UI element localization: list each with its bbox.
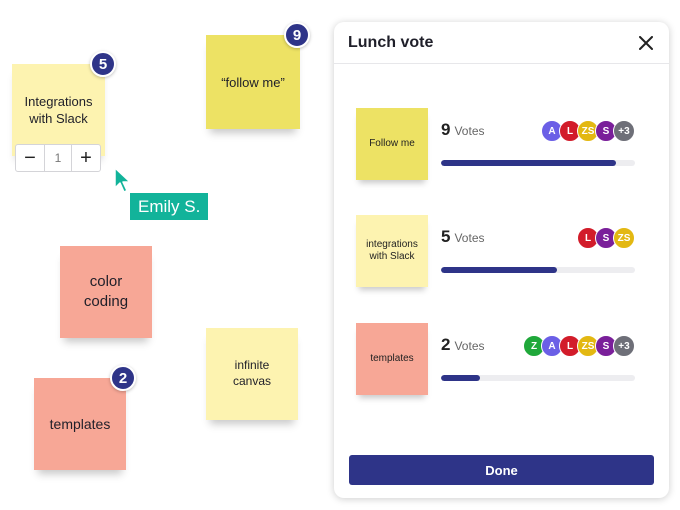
sticky-note-text: color coding xyxy=(83,272,129,310)
sticky-note-templates[interactable]: templates xyxy=(34,378,126,470)
sticky-note-infinite-canvas[interactable]: infinite canvas xyxy=(206,328,298,420)
vote-count-badge: 5 xyxy=(90,51,116,77)
plus-button[interactable]: + xyxy=(80,146,92,169)
vote-row-note-text: Follow me xyxy=(369,138,415,149)
voter-avatar: Z xyxy=(523,335,545,357)
vote-count-number: 5 xyxy=(441,227,451,246)
vote-row-note: templates xyxy=(356,323,428,395)
sticky-note-text: templates xyxy=(49,416,111,432)
vote-row-note: integrations with Slack xyxy=(356,215,428,287)
close-icon[interactable] xyxy=(637,34,655,52)
panel-header: Lunch vote xyxy=(334,22,669,64)
voter-avatar: +3 xyxy=(613,120,635,142)
sticky-note-text: infinite canvas xyxy=(232,358,272,388)
voter-avatar: +3 xyxy=(613,335,635,357)
vote-progress-fill xyxy=(441,160,616,166)
vote-stepper[interactable]: − 1 + xyxy=(15,144,101,172)
vote-row-note-text: integrations with Slack xyxy=(366,239,418,262)
vote-row-note-text: templates xyxy=(370,353,414,364)
vote-progress-fill xyxy=(441,375,480,381)
minus-button[interactable]: − xyxy=(24,146,36,169)
sticky-note-integrations[interactable]: Integrations with Slack xyxy=(12,64,105,156)
vote-count-badge: 2 xyxy=(110,365,136,391)
panel-title: Lunch vote xyxy=(348,33,434,51)
voter-avatar: S xyxy=(595,120,617,142)
vote-count-label: Votes xyxy=(454,339,485,353)
vote-count-number: 2 xyxy=(441,335,451,354)
voter-avatar: ZS xyxy=(613,227,635,249)
vote-progress-track xyxy=(441,267,635,273)
stepper-value[interactable]: 1 xyxy=(44,145,72,171)
vote-progress-track xyxy=(441,160,635,166)
done-button[interactable]: Done xyxy=(349,455,654,485)
vote-count-badge: 9 xyxy=(284,22,310,48)
sticky-note-color-coding[interactable]: color coding xyxy=(60,246,152,338)
collaborator-cursor-label: Emily S. xyxy=(130,193,209,220)
sticky-note-text: “follow me” xyxy=(221,74,285,90)
sticky-note-text: Integrations with Slack xyxy=(24,94,93,126)
vote-progress-fill xyxy=(441,267,558,273)
vote-row-note: Follow me xyxy=(356,108,428,180)
vote-progress-track xyxy=(441,375,635,381)
cursor-pointer-icon xyxy=(114,167,131,193)
vote-count-label: Votes xyxy=(454,231,485,245)
vote-count-label: Votes xyxy=(454,124,485,138)
vote-count-number: 9 xyxy=(441,120,451,139)
sticky-note-follow-me[interactable]: “follow me” xyxy=(206,35,300,129)
